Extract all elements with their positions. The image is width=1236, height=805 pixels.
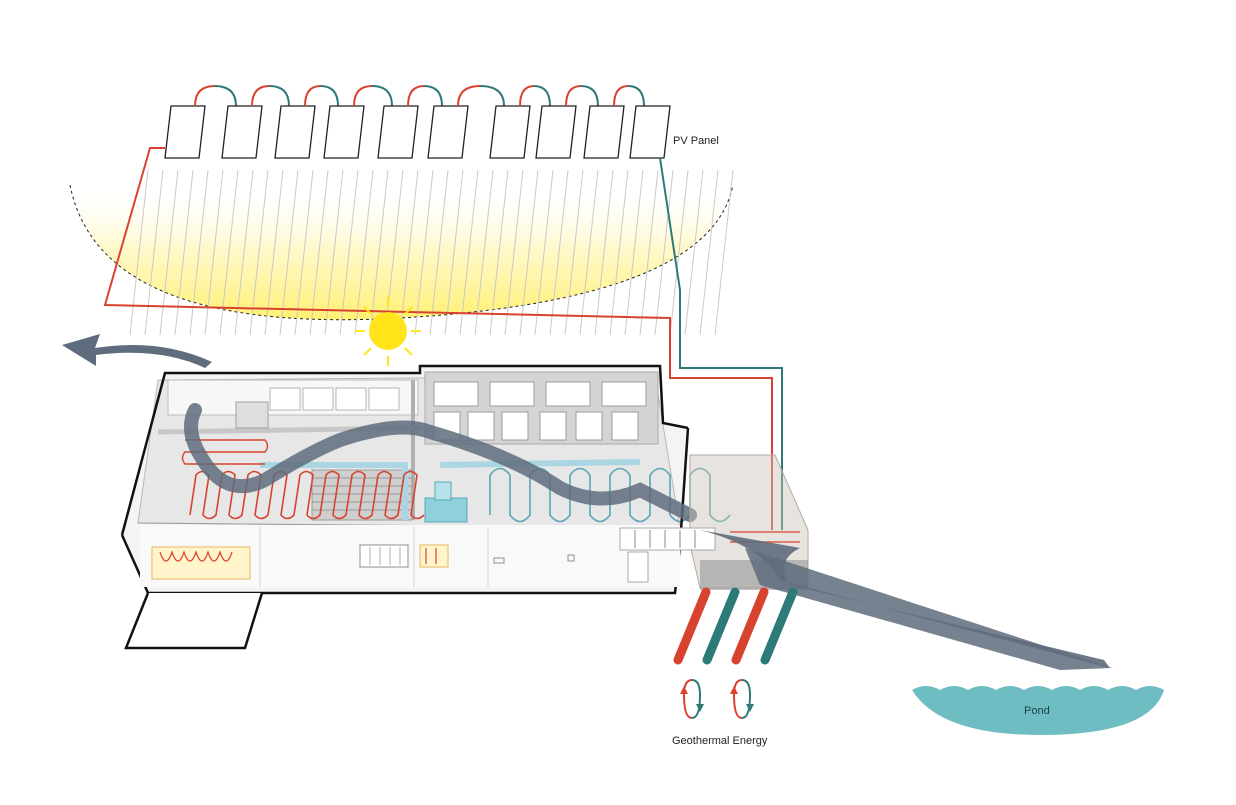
pv-connector-hot: [457, 85, 481, 107]
geothermal-pipes: [673, 587, 798, 665]
pv-connector-cold: [627, 85, 645, 107]
pv-connector-cold: [580, 85, 599, 107]
shading-fin: [564, 169, 584, 336]
shading-fin: [504, 169, 524, 336]
pv-connector-hot: [565, 85, 582, 107]
shading-fin: [294, 169, 314, 336]
shading-fin: [399, 169, 419, 336]
geothermal-loop-icon-1: [680, 679, 704, 719]
building-section: [120, 364, 731, 650]
shading-fin: [684, 169, 704, 336]
shading-fin: [129, 169, 149, 336]
pv-panel: [427, 105, 469, 159]
pv-hot-line: [103, 147, 773, 530]
pv-panel: [377, 105, 419, 159]
radiant-floor-upper: [181, 439, 269, 465]
shading-fin: [339, 169, 359, 336]
pv-panel-label: PV Panel: [673, 135, 719, 147]
pv-connector-hot: [613, 85, 629, 107]
shading-fin: [624, 169, 644, 336]
pv-connector-cold: [320, 85, 339, 107]
pond-shape: [912, 686, 1164, 735]
roof-shading-fins: [129, 169, 734, 336]
pond-label: Pond: [1024, 705, 1050, 717]
shading-fin: [669, 169, 689, 336]
shading-fin: [369, 169, 389, 336]
shading-fin: [579, 169, 599, 336]
pv-connector-cold: [479, 85, 505, 107]
shading-fin: [549, 169, 569, 336]
shading-fin: [384, 169, 404, 336]
pv-panel: [583, 105, 625, 159]
pv-panel: [221, 105, 263, 159]
shading-fin: [429, 169, 449, 336]
shading-fin: [144, 169, 164, 336]
pv-cold-line: [659, 157, 783, 530]
shading-fin: [594, 169, 614, 336]
pv-connector-hot: [353, 85, 373, 107]
shading-fin: [534, 169, 554, 336]
pv-connector-cold: [269, 85, 290, 107]
shading-fin: [309, 169, 329, 336]
pv-connector-hot: [304, 85, 321, 107]
shading-fin: [264, 169, 284, 336]
shading-fin: [519, 169, 539, 336]
pv-panel: [489, 105, 531, 159]
shading-fin: [159, 169, 179, 336]
pv-panel-array: [164, 85, 671, 159]
pv-connector-cold: [533, 85, 551, 107]
pv-connector-cold: [371, 85, 393, 107]
shading-fin: [444, 169, 464, 336]
shading-fin: [639, 169, 659, 336]
exhaust-air-arrow: [62, 334, 212, 368]
pv-connector-cold: [214, 85, 237, 107]
shading-fin: [354, 169, 374, 336]
shading-fin: [279, 169, 299, 336]
shading-fin: [459, 169, 479, 336]
radiant-floor-left: [189, 470, 425, 520]
shading-fin: [414, 169, 434, 336]
pv-panel: [323, 105, 365, 159]
sun-icon: [355, 296, 421, 366]
airflow-through-building: [184, 403, 697, 522]
pv-panel: [535, 105, 577, 159]
shading-fin: [474, 169, 494, 336]
shading-fin: [699, 169, 719, 336]
shading-fin: [654, 169, 674, 336]
pv-connector-cold: [423, 85, 443, 107]
shading-fin: [324, 169, 344, 336]
shading-fin: [714, 169, 734, 336]
pv-connector-hot: [251, 85, 270, 107]
sun-glow-dome: [70, 185, 733, 320]
pv-panel: [629, 105, 671, 159]
pv-connector-hot: [407, 85, 425, 107]
shading-fin: [609, 169, 629, 336]
pv-panel: [164, 105, 206, 159]
pv-panel: [274, 105, 316, 159]
pv-connector-hot: [519, 85, 535, 107]
geothermal-energy-label: Geothermal Energy: [672, 735, 768, 747]
airflow-to-pond-band: [745, 548, 1112, 670]
geothermal-loop-icon-2: [730, 679, 754, 719]
shading-fin: [489, 169, 509, 336]
pv-connector-hot: [194, 85, 215, 107]
